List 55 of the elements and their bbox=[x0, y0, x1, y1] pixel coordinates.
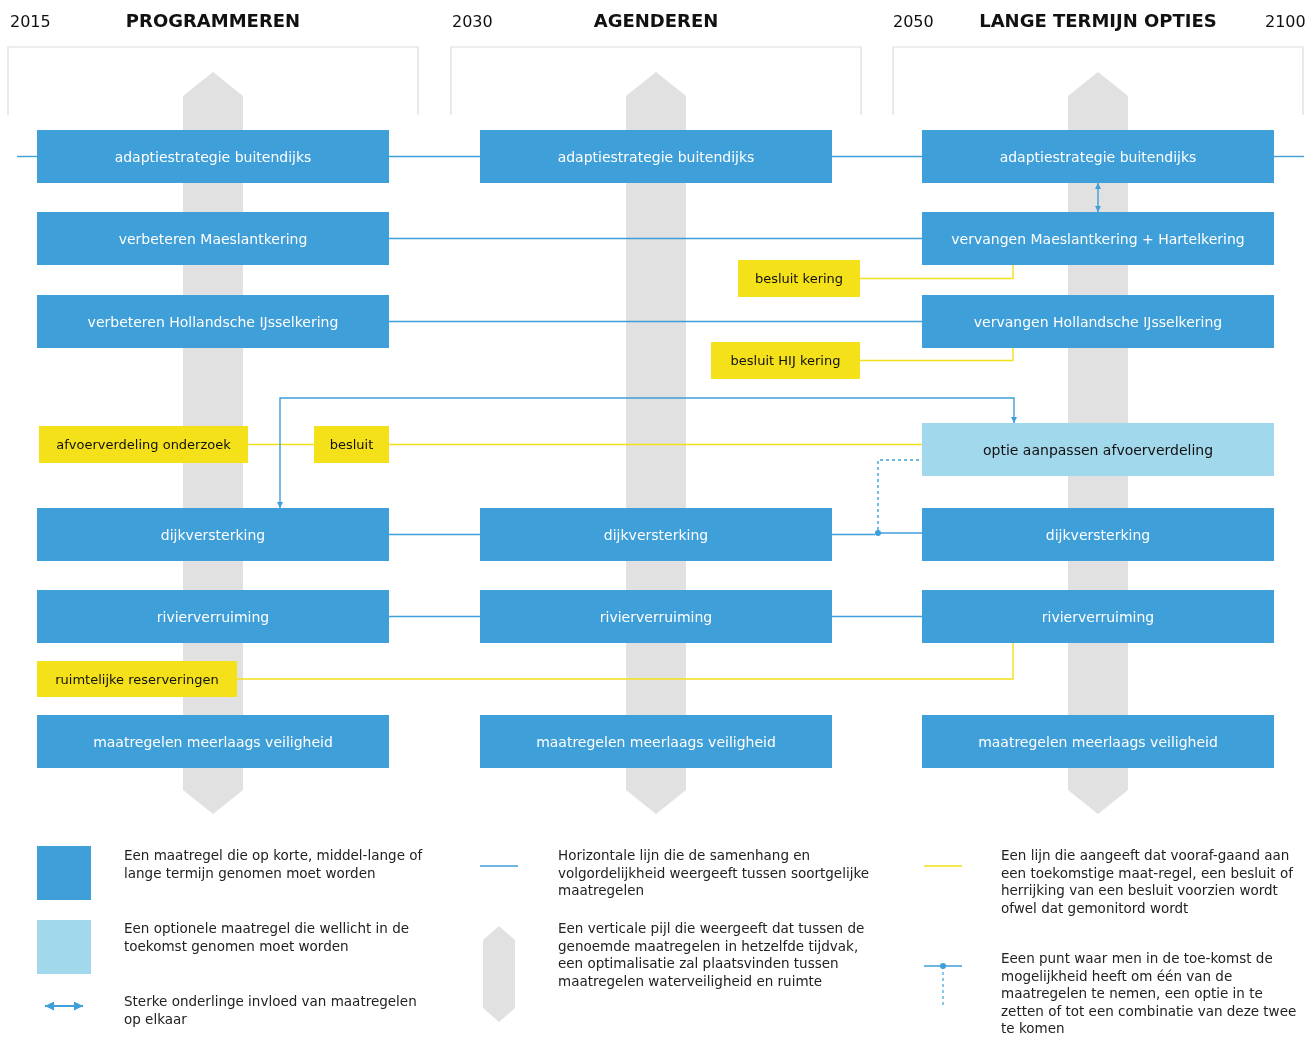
year-label: 2030 bbox=[452, 12, 493, 31]
decision-box: besluit kering bbox=[738, 260, 860, 297]
period-heading: PROGRAMMEREN bbox=[125, 10, 301, 31]
measure-box: adaptiestrategie buitendijks bbox=[922, 130, 1274, 183]
measure-box: rivierverruiming bbox=[480, 590, 832, 643]
decision-line bbox=[388, 443, 923, 446]
legend-text: Horizontale lijn die de samenhang en volgordelijkheid weergeeft tussen soortgelijke maatregelen bbox=[558, 847, 871, 900]
legend-text: Een maatregel die op korte, middel-lange of lange termijn genomen moet worden bbox=[124, 847, 424, 882]
arrow bbox=[276, 397, 1018, 509]
measure-box: maatregelen meerlaags veiligheid bbox=[922, 715, 1274, 768]
legend-text: Sterke onderlinge invloed van maatregelen op elkaar bbox=[124, 993, 418, 1028]
connector-line bbox=[388, 155, 481, 158]
decision-box: besluit bbox=[314, 426, 389, 463]
decision-line bbox=[859, 347, 1014, 362]
junction-dot bbox=[875, 530, 881, 536]
measure-box: adaptiestrategie buitendijks bbox=[37, 130, 389, 183]
decision-line bbox=[859, 264, 1014, 280]
legend-text: Een verticale pijl die weergeeft dat tussen de genoemde maatregelen in hetzelfde tijdvak, een optimalisatie zal plaatsvinden tussen maatregelen waterveiligheid en ruimte bbox=[558, 920, 866, 990]
year-label: 2015 bbox=[10, 12, 51, 31]
measure-box: maatregelen meerlaags veiligheid bbox=[37, 715, 389, 768]
decision-line bbox=[236, 642, 1014, 680]
connector-line bbox=[880, 532, 923, 534]
legend-text: Eeen punt waar men in de toe-komst de mogelijkheid heeft om één van de maatregelen te nemen, een optie in te zetten of tot een combinatie van deze twee te komen bbox=[1001, 950, 1298, 1038]
connector-line bbox=[388, 320, 923, 323]
measure-box: vervangen Hollandsche IJsselkering bbox=[922, 295, 1274, 348]
measure-box: verbeteren Hollandsche IJsselkering bbox=[37, 295, 389, 348]
decision-line bbox=[247, 443, 315, 446]
year-label: 2100 bbox=[1265, 12, 1306, 31]
arrow bbox=[1094, 182, 1102, 213]
connector-line bbox=[831, 155, 923, 158]
connector-line bbox=[1273, 155, 1305, 158]
period-heading: LANGE TERMIJN OPTIES bbox=[979, 10, 1217, 31]
measure-box: dijkversterking bbox=[922, 508, 1274, 561]
measure-box: vervangen Maeslantkering + Hartelkering bbox=[922, 212, 1274, 265]
decision-box: afvoerverdeling onderzoek bbox=[39, 426, 248, 463]
measure-box: rivierverruiming bbox=[922, 590, 1274, 643]
measure-box: verbeteren Maeslantkering bbox=[37, 212, 389, 265]
decision-box: besluit HIJ kering bbox=[711, 342, 860, 379]
connector-line bbox=[831, 615, 923, 618]
legend-text: Een optionele maatregel die wellicht in de toekomst genomen moet worden bbox=[124, 920, 411, 955]
measure-box: maatregelen meerlaags veiligheid bbox=[480, 715, 832, 768]
connector-line bbox=[388, 615, 481, 618]
period-heading: AGENDEREN bbox=[593, 10, 719, 31]
connector-line bbox=[16, 155, 38, 158]
measure-box: dijkversterking bbox=[37, 508, 389, 561]
year-label: 2050 bbox=[893, 12, 934, 31]
measure-box: dijkversterking bbox=[480, 508, 832, 561]
connector-line bbox=[388, 533, 481, 536]
measure-box: adaptiestrategie buitendijks bbox=[480, 130, 832, 183]
connector-line bbox=[831, 533, 876, 536]
legend-text: Een lijn die aangeeft dat vooraf-gaand aan een toekomstige maat-regel, een besluit of herrijking van een besluit voorzien wordt ofwel dat gemonitord wordt bbox=[1001, 847, 1295, 917]
optional-measure-box: optie aanpassen afvoerverdeling bbox=[922, 423, 1274, 476]
connector-line bbox=[388, 237, 923, 240]
measure-box: rivierverruiming bbox=[37, 590, 389, 643]
decision-box: ruimtelijke reserveringen bbox=[37, 661, 237, 697]
